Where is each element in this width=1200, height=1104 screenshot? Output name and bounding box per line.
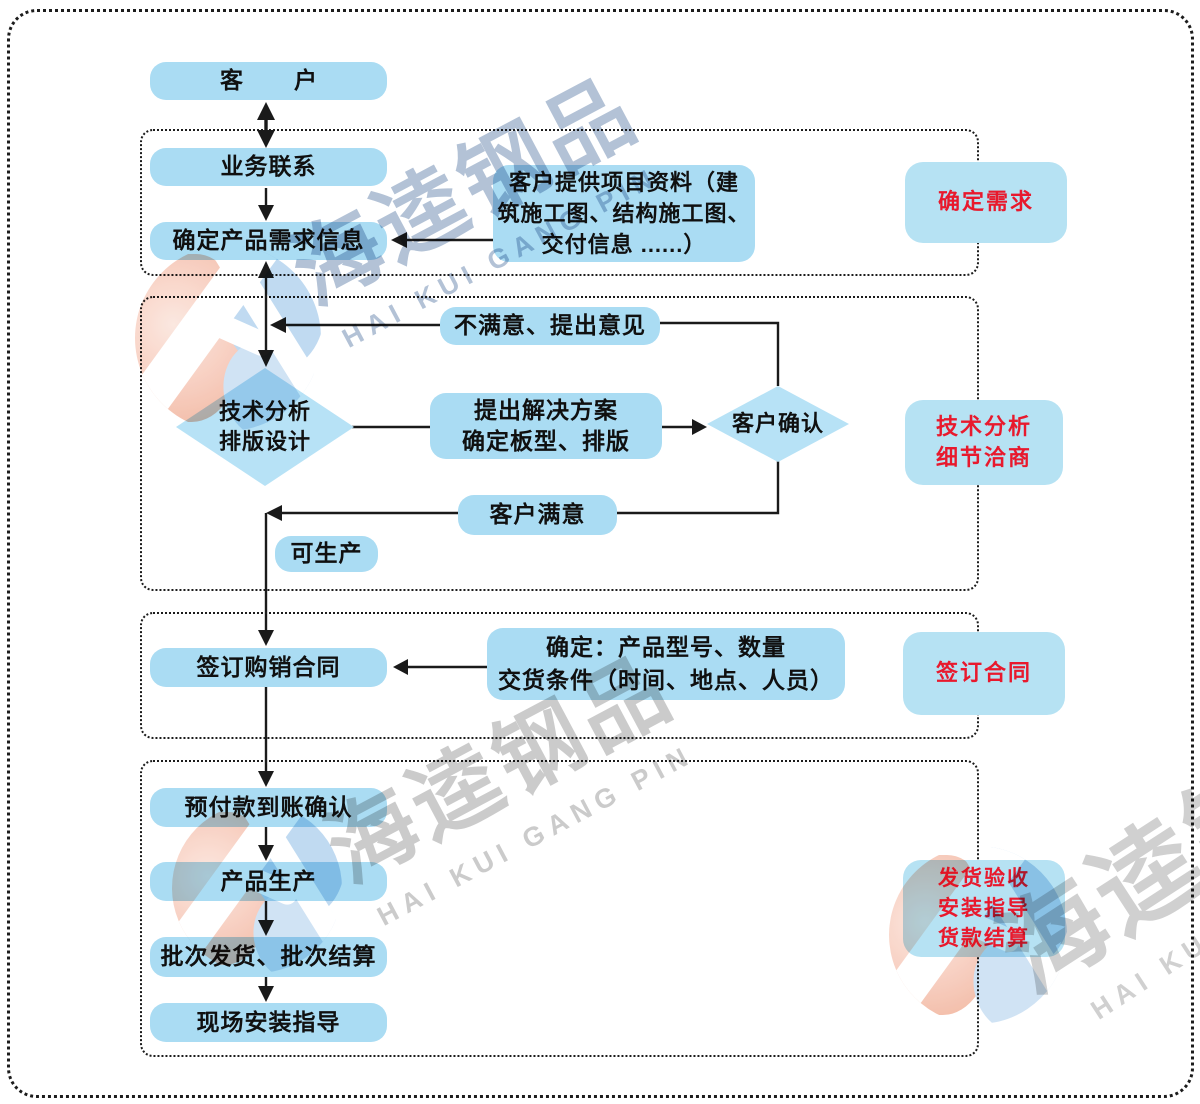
node-solution: 提出解决方案 确定板型、排版: [430, 393, 662, 459]
node-sign-contract: 签订购销合同: [150, 648, 387, 687]
contract-terms-line1: 确定：产品型号、数量: [546, 634, 786, 660]
can-produce-label: 可生产: [290, 540, 363, 567]
node-customer-label: 客 户: [220, 67, 331, 94]
stage-label-tech-analysis: 技术分析 细节洽商: [905, 400, 1063, 485]
node-install-label: 现场安装指导: [196, 1008, 341, 1035]
satisfied-label: 客户满意: [489, 501, 586, 528]
node-batch-shipping: 批次发货、批次结算: [150, 937, 387, 977]
node-contract-terms: 确定：产品型号、数量 交货条件（时间、地点、人员）: [487, 628, 845, 700]
stage3-label: 签订合同: [935, 660, 1032, 686]
node-batch-label: 批次发货、批次结算: [160, 943, 377, 970]
node-project-info: 客户提供项目资料（建 筑施工图、结构施工图、 交付信息 ......）: [493, 165, 755, 262]
solution-line1: 提出解决方案: [474, 396, 618, 423]
node-prepayment-confirm: 预付款到账确认: [150, 788, 387, 827]
project-info-line2: 筑施工图、结构施工图、: [497, 201, 751, 226]
node-requirement-info: 确定产品需求信息: [150, 222, 387, 260]
tech-diamond-line2: 排版设计: [218, 429, 311, 454]
node-can-produce: 可生产: [275, 536, 378, 572]
stage1-label: 确定需求: [937, 189, 1034, 215]
node-dissatisfied-feedback: 不满意、提出意见: [440, 307, 660, 345]
node-production-label: 产品生产: [220, 867, 317, 894]
tech-diamond-line1: 技术分析: [218, 399, 311, 425]
node-prepayment-label: 预付款到账确认: [184, 793, 353, 820]
node-customer-satisfied: 客户满意: [458, 495, 617, 535]
project-info-line1: 客户提供项目资料（建: [508, 170, 739, 195]
outer-dotted-border: [7, 9, 1194, 1098]
node-install-guidance: 现场安装指导: [150, 1003, 387, 1042]
node-customer: 客 户: [150, 62, 387, 100]
node-business-contact: 业务联系: [150, 148, 387, 186]
stage-label-requirements: 确定需求: [905, 162, 1067, 243]
dissatisfied-label: 不满意、提出意见: [454, 312, 646, 339]
confirm-diamond-label: 客户确认: [731, 411, 824, 437]
stage2-line2: 细节洽商: [935, 444, 1032, 470]
stage4-line2: 安装指导: [938, 896, 1030, 920]
stage4-line3: 货款结算: [938, 926, 1030, 950]
contract-terms-line2: 交货条件（时间、地点、人员）: [498, 667, 834, 693]
node-production: 产品生产: [150, 862, 387, 901]
stage2-line1: 技术分析: [935, 414, 1032, 440]
stage4-line1: 发货验收: [938, 866, 1030, 890]
stage-label-contract: 签订合同: [903, 632, 1065, 715]
solution-line2: 确定板型、排版: [462, 428, 630, 454]
project-info-line3: 交付信息 ......）: [541, 232, 707, 257]
stage-label-delivery: 发货验收 安装指导 货款结算: [903, 860, 1065, 957]
node-requirement-label: 确定产品需求信息: [172, 227, 365, 254]
node-sign-contract-label: 签订购销合同: [196, 653, 341, 680]
node-contact-label: 业务联系: [220, 153, 317, 180]
